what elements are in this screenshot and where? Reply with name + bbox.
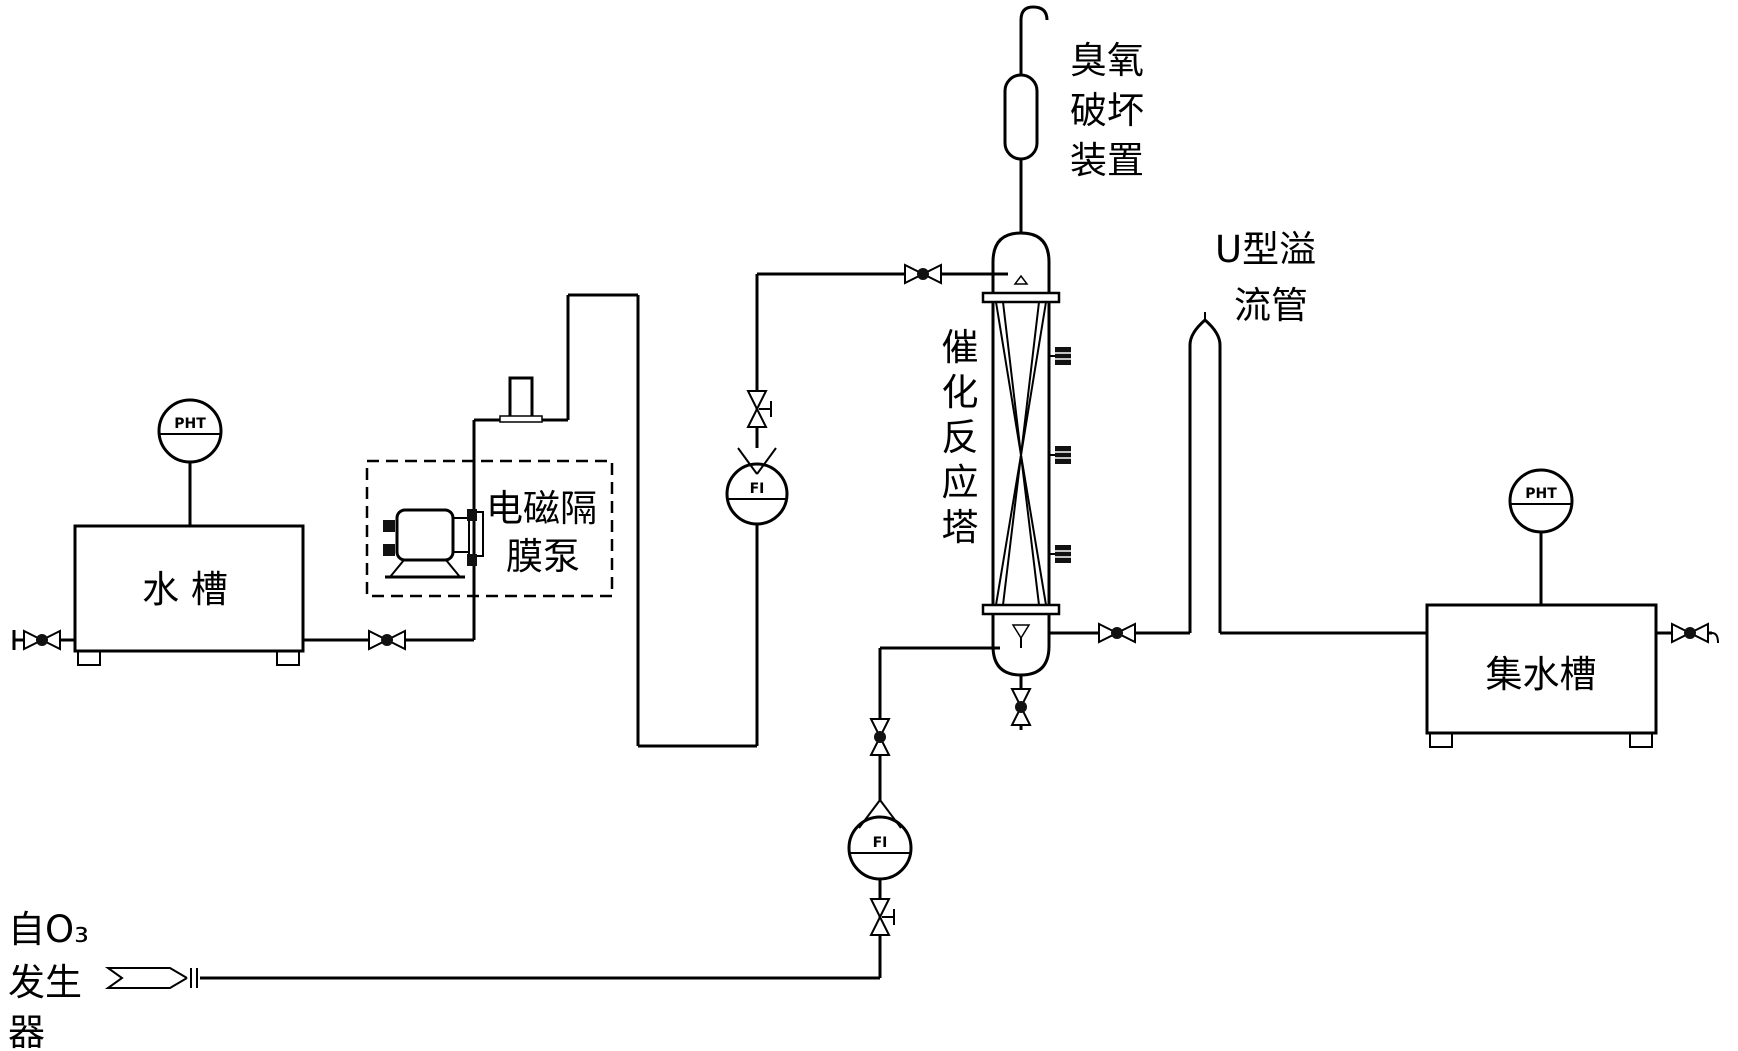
fi-label-2: FI (873, 835, 888, 851)
pump-label-line2: 膜泵 (506, 535, 580, 578)
ozone-destroyer-label-1: 臭氧 (1070, 39, 1144, 82)
ozone-destroyer-label-2: 破坏 (1070, 89, 1144, 132)
ozone-source-label-3: 器 (8, 1011, 45, 1051)
ozone-destroyer-label-3: 装置 (1070, 139, 1144, 182)
pht-sensor-water-tank: PHT (157, 398, 223, 526)
u-overflow-label-1: U型溢 (1215, 228, 1316, 271)
tower-label-4: 应 (942, 461, 979, 504)
collection-tank-drain-valve[interactable] (1671, 623, 1709, 643)
pht-sensor-collection-tank: PHT (1508, 468, 1574, 605)
fi-label: FI (750, 481, 765, 497)
liquid-flow-indicator: FI (725, 447, 789, 526)
gas-flow-indicator: FI (847, 799, 913, 881)
tower-label-1: 催 (942, 326, 979, 369)
water-tank: 水 槽 (73, 524, 305, 666)
collection-tank-label: 集水槽 (1486, 653, 1597, 696)
pump-inlet-valve[interactable] (368, 630, 406, 650)
pulsation-damper (508, 376, 534, 420)
sampling-port-middle[interactable] (1054, 445, 1072, 465)
tower-label-2: 化 (942, 371, 979, 414)
ozone-source-label-2: 发生 (8, 961, 82, 1004)
ozone-source-connector (104, 967, 188, 989)
pht-label: PHT (174, 416, 206, 432)
tower-label-3: 反 (942, 416, 979, 459)
pump-label-line1: 电磁隔 (486, 487, 597, 530)
ozone-destroyer (1003, 73, 1039, 161)
u-overflow-label-2: 流管 (1234, 284, 1308, 327)
tower-inlet-valve[interactable] (904, 264, 942, 284)
collection-tank: 集水槽 (1425, 603, 1658, 748)
gas-flow-valve[interactable] (870, 898, 895, 936)
gas-inlet-valve[interactable] (870, 718, 890, 756)
ozone-source-label-1: 自O₃ (8, 908, 89, 951)
tower-label-5: 塔 (942, 506, 979, 549)
diaphragm-pump: 电磁隔 膜泵 (365, 459, 614, 598)
sampling-port-upper[interactable] (1054, 346, 1072, 366)
pht-label-2: PHT (1525, 486, 1557, 502)
u-overflow-pipe: U型溢 流管 (1188, 228, 1316, 633)
liquid-flow-valve[interactable] (747, 390, 772, 428)
tower-bottom-drain-valve[interactable] (1011, 688, 1031, 726)
water-tank-label: 水 槽 (142, 568, 228, 611)
water-tank-drain-valve[interactable] (23, 630, 61, 650)
sampling-port-lower[interactable] (1054, 544, 1072, 564)
tower-outlet-valve[interactable] (1098, 623, 1136, 643)
catalytic-reaction-tower: 催 化 反 应 塔 (942, 231, 1061, 677)
